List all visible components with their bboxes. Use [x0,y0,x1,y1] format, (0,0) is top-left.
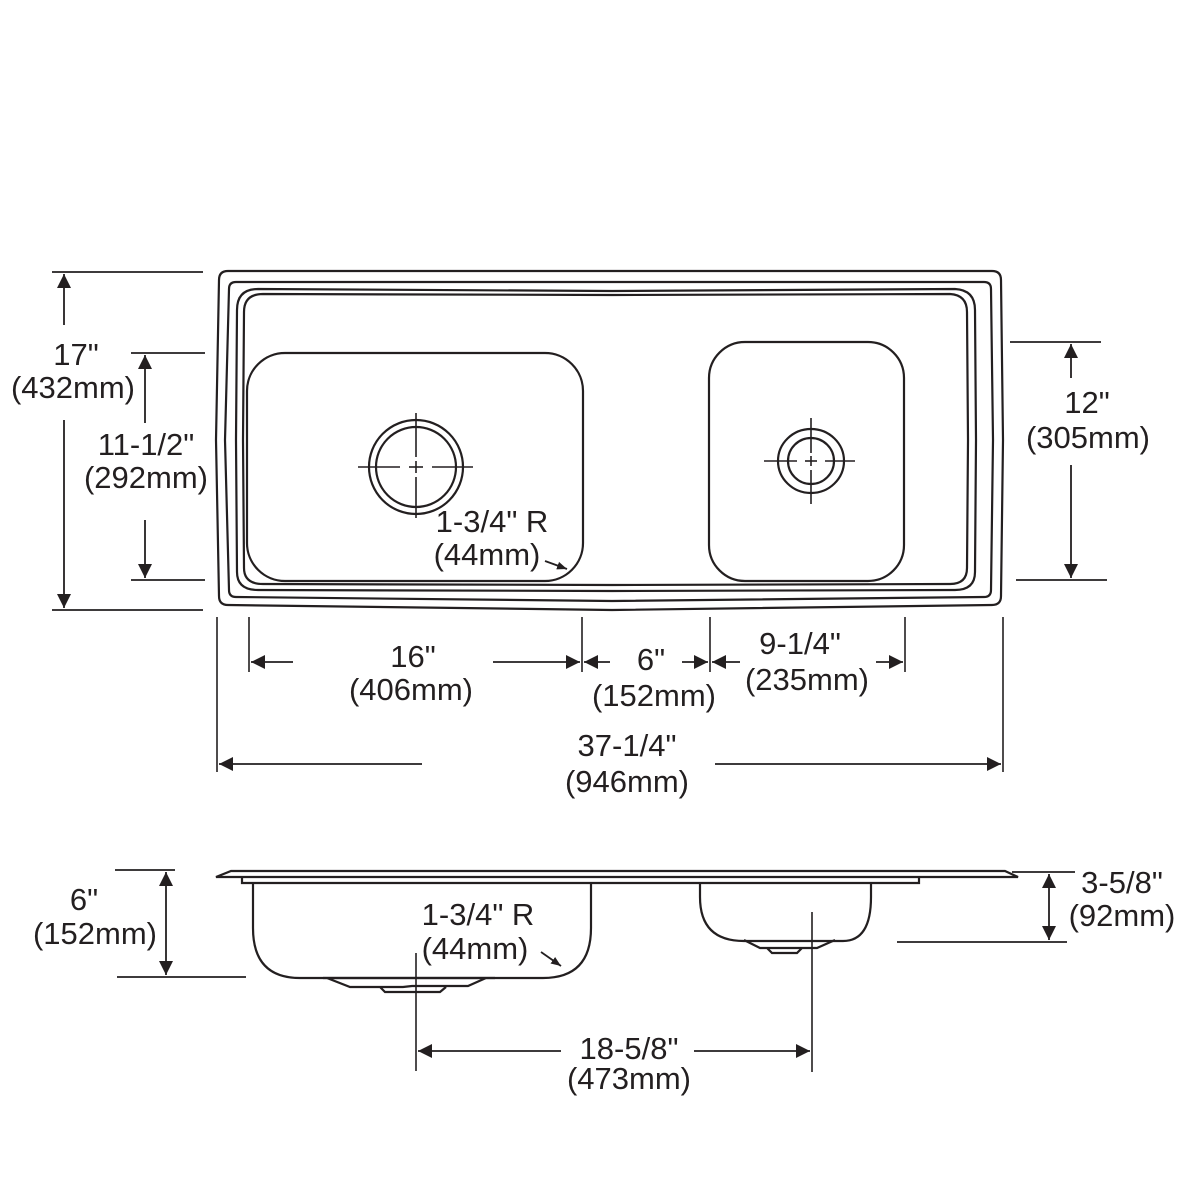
right-bowl-profile [698,883,873,943]
dim-corner-radius-top: 1-3/4" R (44mm) [434,504,568,572]
dim-11-1-2-in: 11-1/2" [98,427,195,462]
left-drain [358,413,473,518]
sink-flange [215,869,1019,879]
dim-overall-depth: 17" (432mm) [11,271,203,611]
left-drain-profile [323,976,495,994]
dim-473-mm: (473mm) [567,1061,691,1096]
dim-44-mm: (44mm) [434,537,541,572]
dim-right-bowl-width: 9-1/4" (235mm) [712,626,903,697]
dim-1-3-4-r: 1-3/4" R [436,504,549,539]
dim-side-1-3-4-r: 1-3/4" R [422,897,535,932]
dim-432-mm: (432mm) [11,370,135,405]
dim-9-1-4-in: 9-1/4" [759,626,841,661]
side-view: 6" (152mm) 1-3/4" R (44mm) 3-5/8" (92mm)… [33,865,1175,1096]
dim-6-in: 6" [637,642,665,677]
dim-bowl-spacing: 6" (152mm) [584,642,716,713]
dim-292-mm: (292mm) [84,460,208,495]
dim-37-1-4-in: 37-1/4" [578,728,677,763]
right-drain [764,418,855,504]
right-bowl-outline [707,340,906,583]
left-bowl-outline [245,351,585,583]
dim-406-mm: (406mm) [349,672,473,707]
dim-946-mm: (946mm) [565,764,689,799]
sink-rim-inner-1 [223,280,995,603]
dim-18-5-8-in: 18-5/8" [580,1031,679,1066]
top-view: 17" (432mm) 11-1/2" (292mm) 12" (305mm) … [11,269,1150,799]
sink-deck-inner [241,292,970,587]
dim-152-mm: (152mm) [592,678,716,713]
dim-3-5-8-in: 3-5/8" [1081,865,1163,900]
right-drain-profile [743,938,836,955]
dim-corner-radius-side: 1-3/4" R (44mm) [422,897,562,967]
dim-17-in: 17" [53,337,99,372]
dim-right-bowl-height: 3-5/8" (92mm) [897,865,1176,943]
dim-left-bowl-height: 6" (152mm) [33,869,246,978]
dim-side-152-mm: (152mm) [33,916,157,951]
dim-305-mm: (305mm) [1026,420,1150,455]
dim-235-mm: (235mm) [745,662,869,697]
dim-92-mm: (92mm) [1069,898,1176,933]
dim-left-bowl-width: 16" (406mm) [251,639,580,707]
dim-overall-width: 37-1/4" (946mm) [219,728,1001,799]
dim-left-bowl-depth: 11-1/2" (292mm) [84,352,208,581]
dim-drain-spacing: 18-5/8" (473mm) [418,1031,810,1096]
dim-12-in: 12" [1064,385,1110,420]
dim-side-44-mm: (44mm) [422,931,529,966]
sink-outer-rim [214,269,1005,612]
dim-side-6-in: 6" [70,882,98,917]
dim-16-in: 16" [390,639,436,674]
dim-right-bowl-depth: 12" (305mm) [1010,341,1150,581]
sink-deck-edge [234,287,978,593]
